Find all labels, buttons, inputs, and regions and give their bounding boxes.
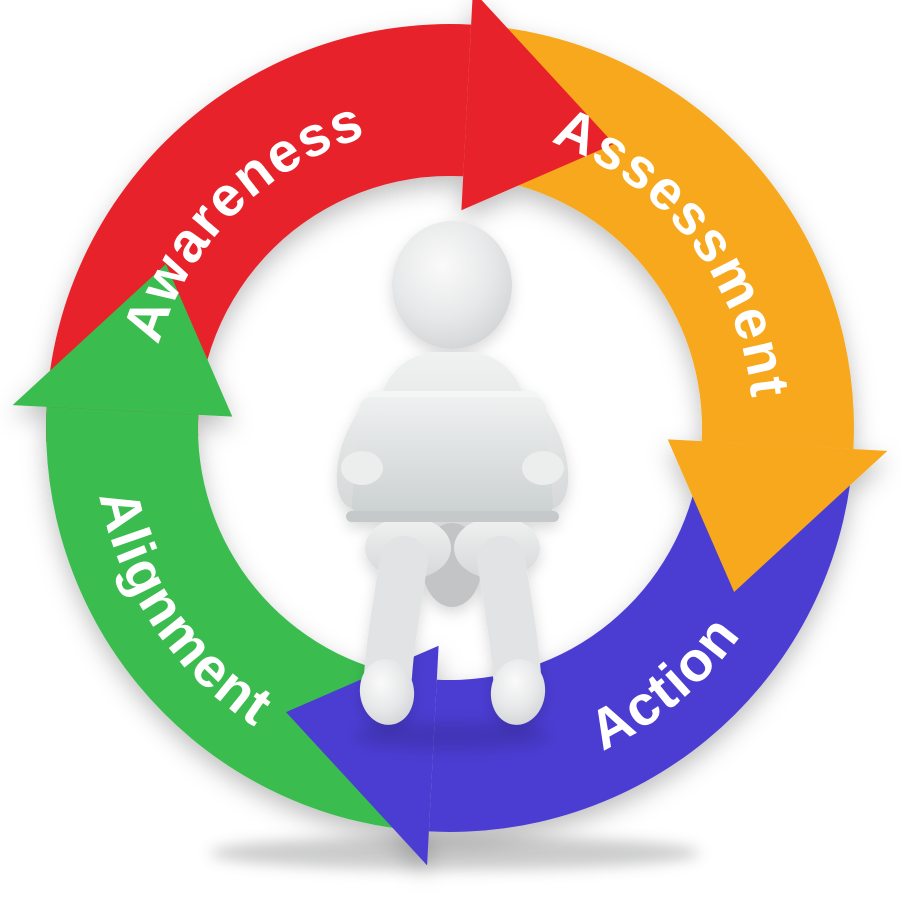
person-right-leg	[477, 536, 541, 700]
person-left-hand	[341, 451, 383, 485]
person-head	[392, 221, 512, 349]
arrow-head-assessment	[667, 439, 888, 592]
person-figure	[336, 221, 569, 725]
laptop	[351, 397, 554, 515]
person-right-foot	[490, 659, 546, 725]
arrow-ring	[12, 0, 888, 866]
laptop-base	[346, 511, 559, 522]
person-right-hand	[522, 451, 564, 485]
figure-shadow	[354, 722, 550, 750]
arrow-head-awareness	[461, 0, 614, 211]
ground-shadow	[210, 836, 700, 870]
person-left-leg	[364, 536, 428, 700]
person-left-foot	[359, 659, 415, 725]
arrow-head-alignment	[12, 264, 233, 417]
arrow-heads	[12, 0, 888, 866]
